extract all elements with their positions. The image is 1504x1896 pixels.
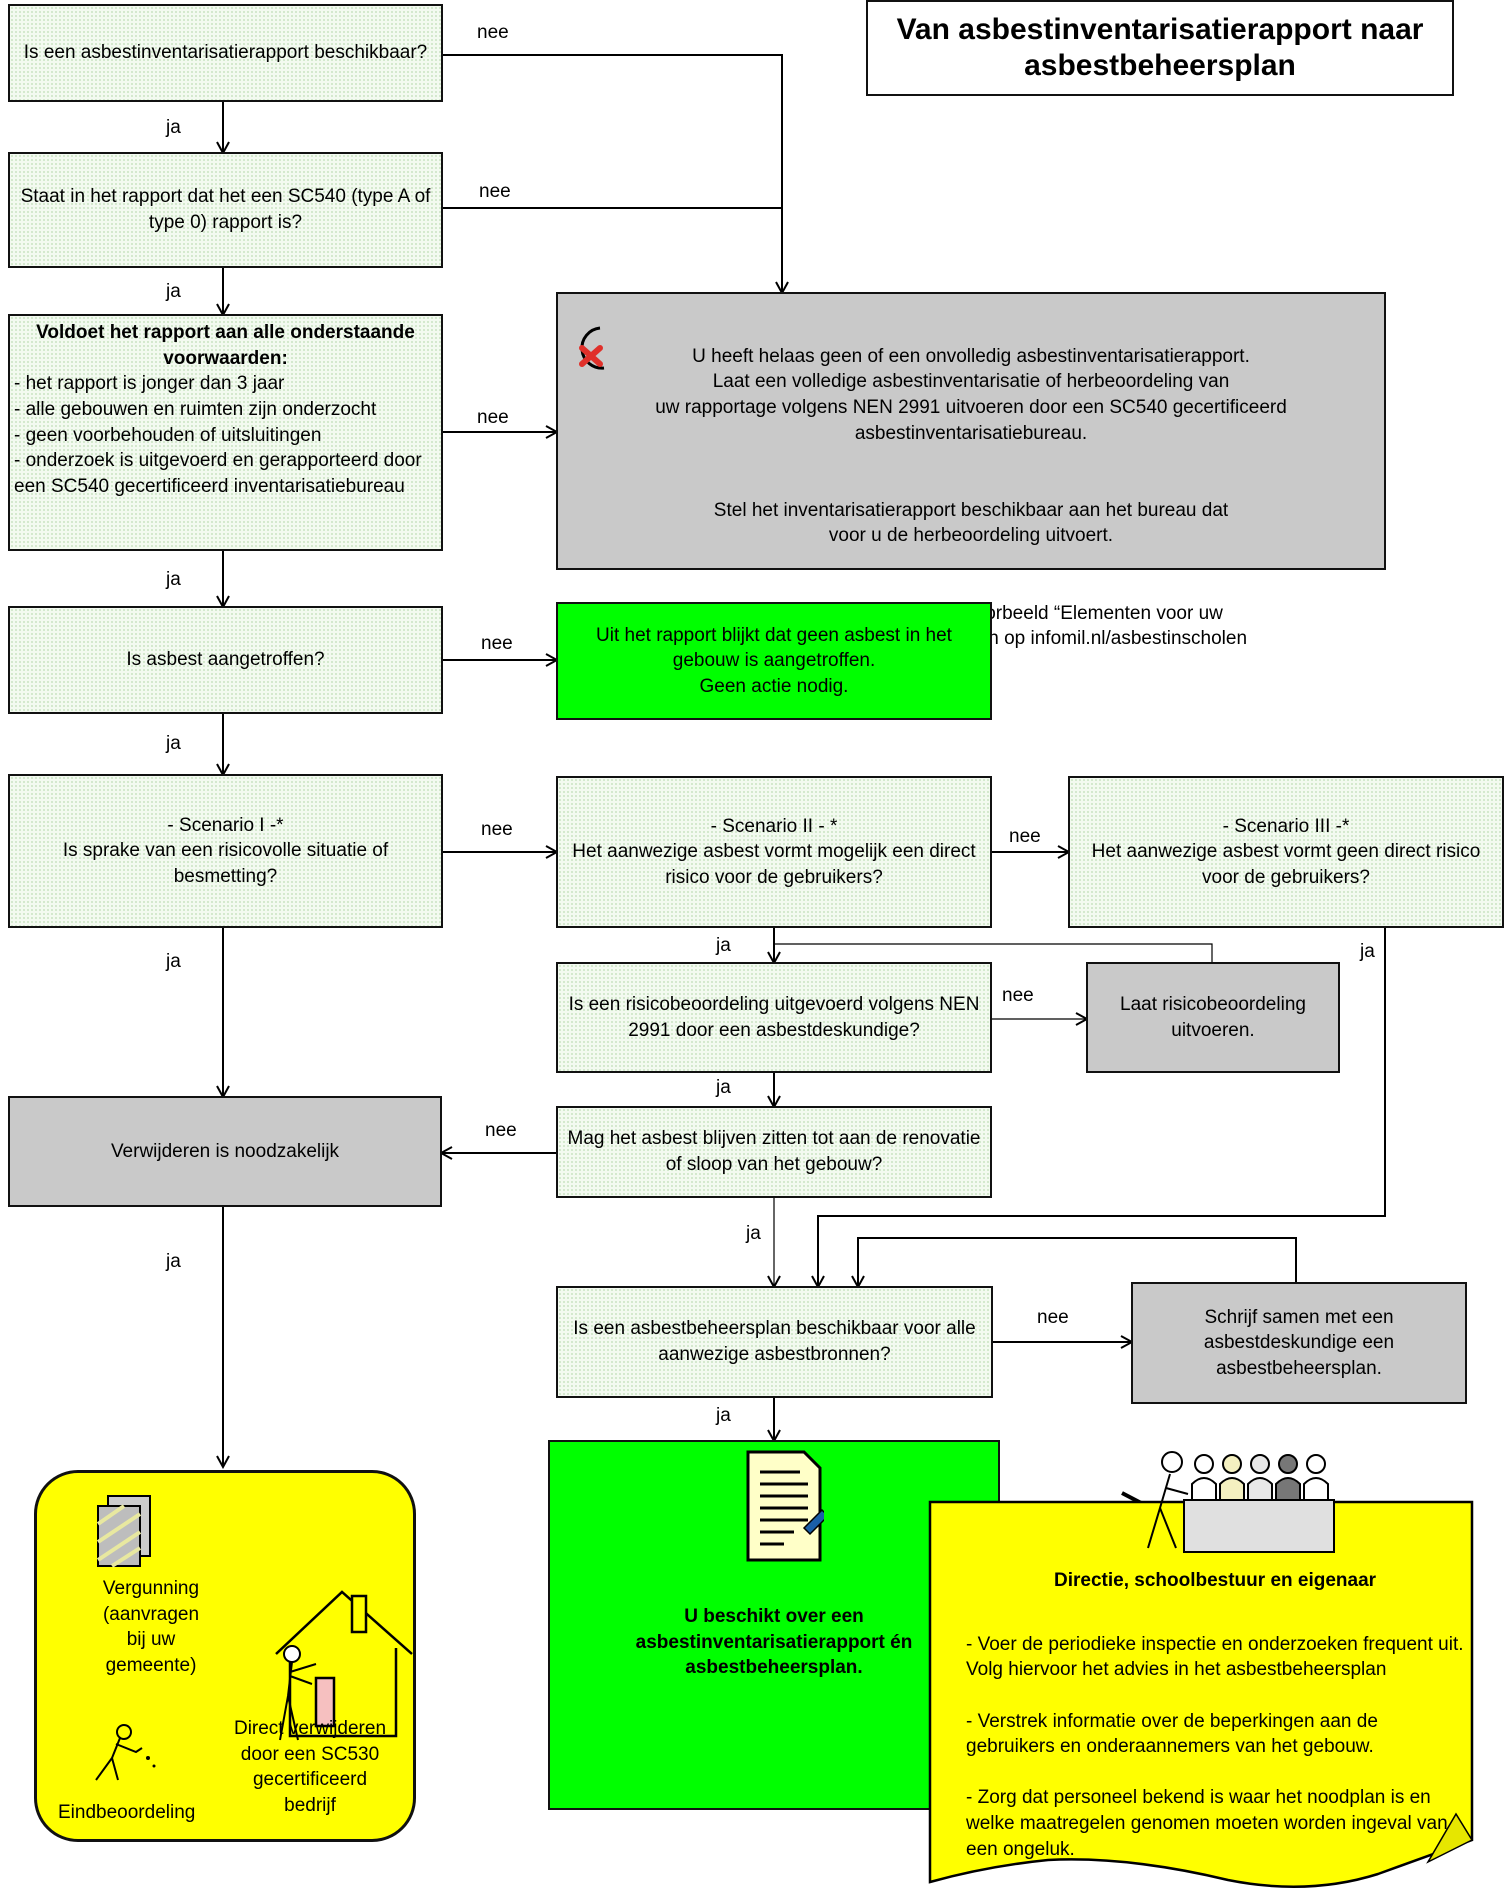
scenario-3-title: - Scenario III -* bbox=[1222, 815, 1350, 837]
incomplete-report-p1: U heeft helaas geen of een onvolledig as… bbox=[655, 345, 1287, 444]
error-icon bbox=[579, 326, 605, 370]
incomplete-report-p2: Stel het inventarisatierapport beschikba… bbox=[713, 499, 1229, 547]
inspector-icon bbox=[95, 1724, 156, 1781]
management-item: - Zorg dat personeel bekend is waar het … bbox=[966, 1787, 1448, 1860]
label-no: nee bbox=[477, 22, 509, 43]
condition-item: - onderzoek is uitgevoerd en gerapportee… bbox=[14, 450, 422, 497]
final-assessment-label: Eindbeoordeling bbox=[58, 1802, 196, 1823]
question-asbestos-stay-text: Mag het asbest blijven zitten tot aan de… bbox=[567, 1128, 981, 1175]
removal-necessary-box: Verwijderen is noodzakelijk bbox=[8, 1096, 442, 1207]
condition-item: - geen voorbehouden of uitsluitingen bbox=[14, 424, 322, 446]
question-asbestos-found-text: Is asbest aangetroffen? bbox=[126, 649, 325, 671]
condition-item: - het rapport is jonger dan 3 jaar bbox=[14, 373, 285, 395]
label-no: nee bbox=[1009, 826, 1041, 847]
incomplete-report-box: U heeft helaas geen of een onvolledig as… bbox=[556, 292, 1386, 649]
result-text: U beschikt over een asbestinventarisatie… bbox=[635, 1606, 913, 1679]
meeting-icon bbox=[1147, 1451, 1335, 1553]
question-risk-assessment-text: Is een risicobeoordeling uitgevoerd volg… bbox=[568, 993, 980, 1041]
management-box-shape bbox=[928, 1500, 1474, 1888]
scenario-2-title: - Scenario II - * bbox=[710, 815, 838, 837]
write-plan-box: Schrijf samen met een asbestdeskundige e… bbox=[1131, 1282, 1467, 1404]
scenario-1-title: - Scenario I -* bbox=[167, 814, 284, 836]
do-risk-assessment-text: Laat risicobeoordeling uitvoeren. bbox=[1120, 993, 1306, 1041]
no-asbestos-text: Uit het rapport blijkt dat geen asbest i… bbox=[596, 624, 952, 697]
label-yes: ja bbox=[1360, 941, 1375, 962]
label-no: nee bbox=[479, 181, 511, 202]
condition-item: - alle gebouwen en ruimten zijn onderzoc… bbox=[14, 398, 377, 420]
question-sc540-report-text: Staat in het rapport dat het een SC540 (… bbox=[20, 186, 431, 233]
question-management-plan-text: Is een asbestbeheersplan beschikbaar voo… bbox=[573, 1318, 976, 1365]
label-yes: ja bbox=[746, 1223, 761, 1244]
permit-label: Vergunning (aanvragen bij uw gemeente) bbox=[102, 1578, 200, 1676]
conditions-heading: Voldoet het rapport aan alle onderstaand… bbox=[36, 322, 415, 369]
label-yes: ja bbox=[166, 117, 181, 138]
direct-removal-label: Direct verwijderen door een SC530 gecert… bbox=[233, 1718, 387, 1816]
scenario-3-text: Het aanwezige asbest vormt geen direct r… bbox=[1091, 841, 1481, 888]
diagram-title: Van asbestinventarisatierapport naar asb… bbox=[866, 0, 1454, 96]
label-no: nee bbox=[485, 1120, 517, 1141]
label-no: nee bbox=[481, 819, 513, 840]
scenario-1-text: Is sprake van een risicovolle situatie o… bbox=[62, 840, 389, 887]
label-yes: ja bbox=[166, 733, 181, 754]
label-no: nee bbox=[1002, 985, 1034, 1006]
house-icon bbox=[275, 1590, 413, 1738]
label-yes: ja bbox=[716, 1405, 731, 1426]
worker-icon bbox=[279, 1645, 317, 1741]
question-management-plan: Is een asbestbeheersplan beschikbaar voo… bbox=[556, 1286, 993, 1398]
label-yes: ja bbox=[166, 1251, 181, 1272]
permit-document-icon bbox=[96, 1495, 151, 1568]
label-no: nee bbox=[477, 407, 509, 428]
management-list: - Voer de periodieke inspectie en onderz… bbox=[966, 1606, 1466, 1888]
question-report-available-text: Is een asbestinventarisatierapport besch… bbox=[23, 42, 428, 64]
label-no: nee bbox=[481, 633, 513, 654]
document-icon bbox=[746, 1450, 824, 1562]
management-item: - Verstrek informatie over de beperkinge… bbox=[966, 1710, 1378, 1758]
scenario-1-box: - Scenario I -* Is sprake van een risico… bbox=[8, 774, 443, 928]
question-risk-assessment: Is een risicobeoordeling uitgevoerd volg… bbox=[556, 962, 992, 1073]
management-item: - Voer de periodieke inspectie en onderz… bbox=[966, 1633, 1464, 1681]
label-no: nee bbox=[1037, 1307, 1069, 1328]
question-asbestos-stay: Mag het asbest blijven zitten tot aan de… bbox=[556, 1106, 992, 1198]
scenario-2-box: - Scenario II - * Het aanwezige asbest v… bbox=[556, 776, 992, 928]
label-yes: ja bbox=[716, 1077, 731, 1098]
no-asbestos-box: Uit het rapport blijkt dat geen asbest i… bbox=[556, 602, 992, 720]
scenario-3-box: - Scenario III -* Het aanwezige asbest v… bbox=[1068, 776, 1504, 928]
question-sc540-report: Staat in het rapport dat het een SC540 (… bbox=[8, 152, 443, 268]
scenario-2-text: Het aanwezige asbest vormt mogelijk een … bbox=[572, 841, 976, 888]
removal-necessary-text: Verwijderen is noodzakelijk bbox=[110, 1140, 340, 1162]
question-asbestos-found: Is asbest aangetroffen? bbox=[8, 606, 443, 714]
label-yes: ja bbox=[166, 281, 181, 302]
question-conditions: Voldoet het rapport aan alle onderstaand… bbox=[8, 314, 443, 551]
question-report-available: Is een asbestinventarisatierapport besch… bbox=[8, 4, 443, 102]
label-yes: ja bbox=[166, 569, 181, 590]
label-yes: ja bbox=[716, 935, 731, 956]
do-risk-assessment-box: Laat risicobeoordeling uitvoeren. bbox=[1086, 962, 1340, 1073]
label-yes: ja bbox=[166, 951, 181, 972]
write-plan-text: Schrijf samen met een asbestdeskundige e… bbox=[1203, 1306, 1395, 1379]
management-heading: Directie, schoolbestuur en eigenaar bbox=[1054, 1570, 1377, 1591]
